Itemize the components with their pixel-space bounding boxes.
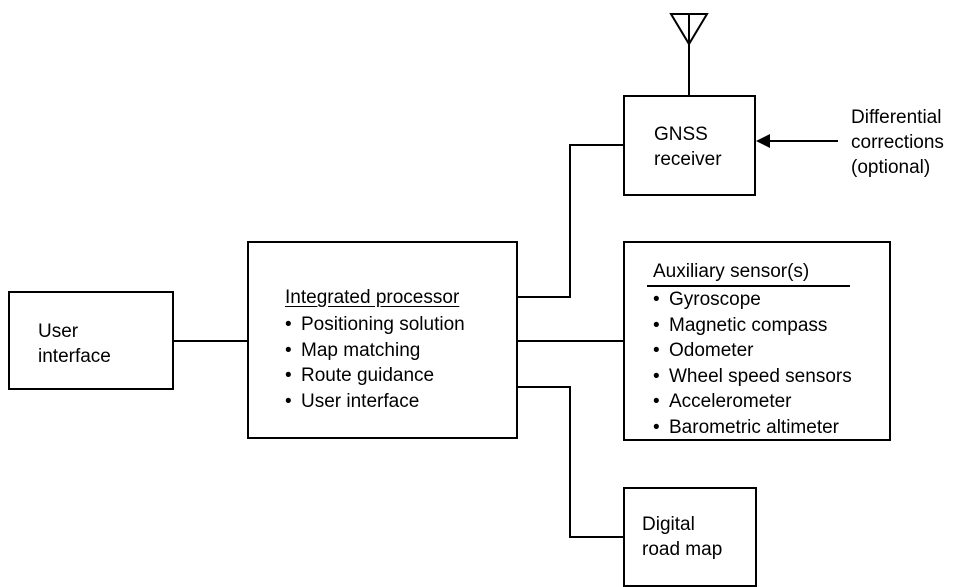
list-item: Barometric altimeter (653, 415, 852, 441)
auxiliary-sensors-list: Gyroscope Magnetic compass Odometer Whee… (653, 287, 852, 440)
list-item: Magnetic compass (653, 313, 852, 339)
list-item: Route guidance (285, 363, 465, 389)
digital-road-map-label-line2: road map (642, 539, 723, 560)
corrections-arrowhead (756, 134, 770, 148)
list-item: Wheel speed sensors (653, 364, 852, 390)
integrated-processor-box: Integrated processor Positioning solutio… (247, 241, 518, 439)
antenna-icon (669, 13, 709, 96)
digital-road-map-label-line1: Digital (642, 514, 695, 535)
user-interface-label-line1: User (38, 321, 79, 342)
list-item: Odometer (653, 338, 852, 364)
auxiliary-sensors-title-rule (647, 285, 850, 287)
differential-corrections-line2: corrections (851, 132, 944, 153)
list-item: Map matching (285, 338, 465, 364)
differential-corrections-line3: (optional) (851, 157, 931, 178)
gnss-receiver-box: GNSS receiver (623, 95, 756, 196)
user-interface-box: User interface (8, 291, 174, 390)
integrated-processor-functions: Positioning solution Map matching Route … (285, 312, 465, 414)
list-item: User interface (285, 389, 465, 415)
differential-corrections-line1: Differential (851, 107, 942, 128)
integrated-processor-title: Integrated processor (285, 287, 460, 308)
connector-processor-map (517, 386, 624, 538)
digital-road-map-box: Digital road map (623, 487, 757, 587)
connector-processor-gnss (517, 144, 624, 298)
auxiliary-sensors-title: Auxiliary sensor(s) (653, 261, 810, 282)
gnss-receiver-label-line2: receiver (654, 149, 722, 170)
auxiliary-sensors-box: Auxiliary sensor(s) Gyroscope Magnetic c… (623, 241, 891, 441)
list-item: Positioning solution (285, 312, 465, 338)
list-item: Accelerometer (653, 389, 852, 415)
user-interface-label-line2: interface (38, 346, 111, 367)
list-item: Gyroscope (653, 287, 852, 313)
gnss-receiver-label-line1: GNSS (654, 124, 708, 145)
